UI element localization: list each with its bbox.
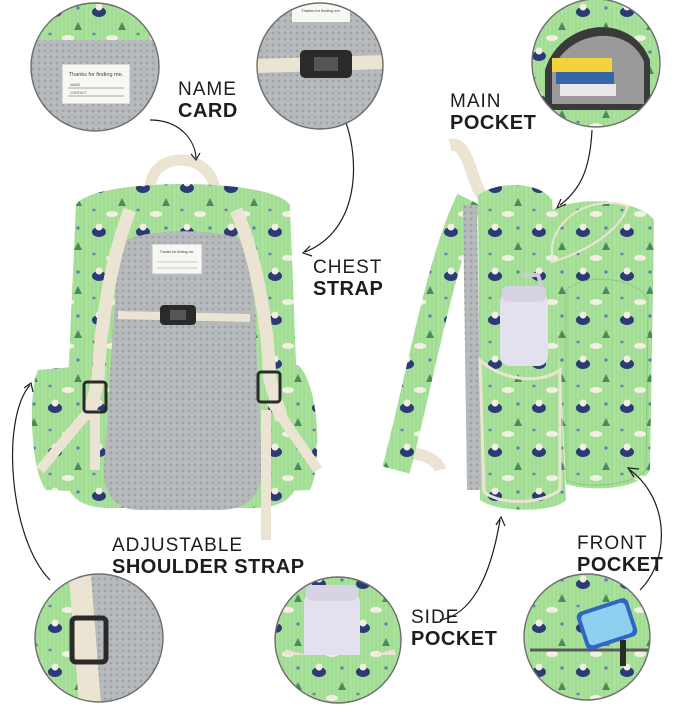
detail-circle-name-card: Thanks for finding me. NAME CONTACT	[30, 2, 160, 132]
label-side-pocket-line1: SIDE	[411, 607, 460, 628]
label-shoulder-strap-line2: SHOULDER STRAP	[112, 556, 305, 578]
label-side-pocket: SIDE POCKET	[411, 608, 497, 649]
label-chest-strap-line2: STRAP	[313, 278, 384, 300]
label-side-pocket-line2: POCKET	[411, 628, 498, 650]
svg-text:Thanks for finding me.: Thanks for finding me.	[69, 72, 124, 78]
detail-circle-side-pocket	[274, 576, 402, 704]
detail-circle-front-pocket	[523, 573, 651, 701]
label-main-pocket: MAIN POCKET	[450, 92, 536, 133]
label-chest-strap-line1: CHEST	[313, 257, 383, 278]
svg-text:CONTACT: CONTACT	[70, 91, 88, 95]
svg-text:NAME: NAME	[70, 83, 81, 87]
svg-text:Thanks for finding me.: Thanks for finding me.	[160, 250, 195, 254]
backpack-back-view: Thanks for finding me.	[31, 154, 323, 540]
label-main-pocket-line1: MAIN	[450, 91, 502, 112]
detail-circle-main-pocket	[531, 0, 661, 128]
label-shoulder-strap-line1: ADJUSTABLE	[112, 535, 244, 556]
backpack-side-view	[382, 138, 654, 510]
label-front-pocket-line1: FRONT	[577, 533, 648, 554]
detail-circle-chest-strap: Thanks for finding me.	[256, 2, 384, 130]
detail-circle-shoulder-strap	[34, 573, 164, 703]
callout-arrows	[11, 119, 662, 621]
label-main-pocket-line2: POCKET	[450, 112, 537, 134]
label-chest-strap: CHEST STRAP	[313, 258, 383, 299]
label-front-pocket-line2: POCKET	[577, 554, 664, 576]
label-front-pocket: FRONT POCKET	[577, 534, 663, 575]
label-name-card-line2: CARD	[178, 100, 238, 122]
label-name-card: NAME CARD	[178, 80, 238, 121]
svg-text:Thanks for finding me.: Thanks for finding me.	[301, 8, 341, 13]
label-adjustable-shoulder-strap: ADJUSTABLE SHOULDER STRAP	[112, 536, 305, 577]
label-name-card-line1: NAME	[178, 79, 237, 100]
